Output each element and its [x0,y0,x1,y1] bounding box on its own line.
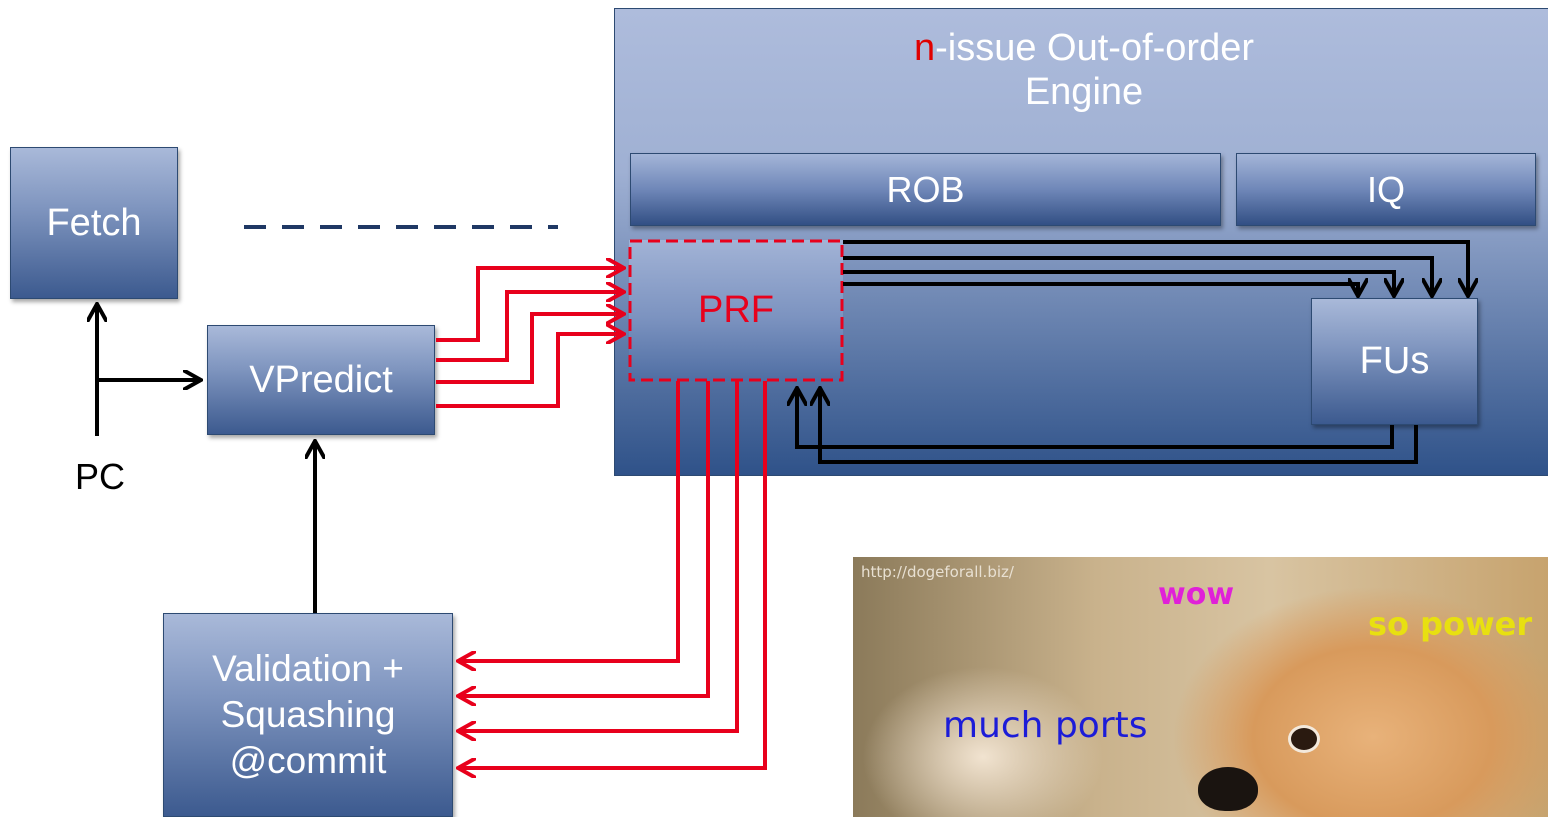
rob-label: ROB [886,168,965,210]
vpredict-label: VPredict [249,358,393,401]
write-port-2 [436,292,622,362]
write-port-3 [436,314,622,384]
meme-power-text: so power [1368,605,1533,643]
prf-dashed-border [628,239,844,382]
validation-label-line2: Squashing [220,694,396,735]
engine-title-accent: n [913,27,936,69]
validation-block: Validation + Squashing @commit [163,613,453,817]
writeback-line-2 [820,390,1418,464]
prf-block: PRF [629,240,843,381]
iq-label: IQ [1366,168,1405,210]
engine-title-line1: n-issue Out-of-order [614,26,1548,70]
iq-block: IQ [1236,153,1536,226]
read-port-3 [460,381,739,731]
fus-label: FUs [1359,340,1430,382]
validation-label-line1: Validation + [212,648,404,689]
pc-connectors [97,306,199,436]
fus-writeback [797,390,1418,464]
write-port-4 [436,334,622,408]
operand-line-3 [843,270,1394,294]
prf-read-ports [460,381,767,768]
engine-title: n-issue Out-of-order Engine [614,26,1548,114]
rob-block: ROB [630,153,1221,226]
meme-url-text: http://dogeforall.biz/ [861,563,1014,581]
prf-to-fus-ports [843,240,1468,294]
operand-line-1 [843,240,1468,294]
fetch-block: Fetch [10,147,178,299]
vpredict-block: VPredict [207,325,435,435]
prf-label: PRF [698,289,774,331]
vpredict-write-ports [436,268,622,408]
doge-meme-image: http://dogeforall.biz/ wow so power much… [853,557,1548,817]
write-port-1 [436,268,622,342]
meme-dog-eye-icon [1288,725,1320,753]
read-port-1 [460,381,680,661]
writeback-line-1 [797,390,1394,449]
pc-label: PC [75,456,126,497]
validation-label-line3: @commit [229,740,387,781]
fus-block: FUs [1311,298,1478,425]
meme-wow-text: wow [1158,577,1235,612]
meme-dog-nose-icon [1198,767,1258,811]
read-port-2 [460,381,710,696]
engine-title-rest: -issue Out-of-order [935,27,1255,69]
operand-line-2 [843,256,1432,294]
engine-title-line2: Engine [1024,71,1144,113]
operand-line-4 [843,284,1358,294]
fetch-label: Fetch [46,201,142,244]
meme-ports-text: much ports [943,705,1148,746]
read-port-4 [460,381,767,768]
